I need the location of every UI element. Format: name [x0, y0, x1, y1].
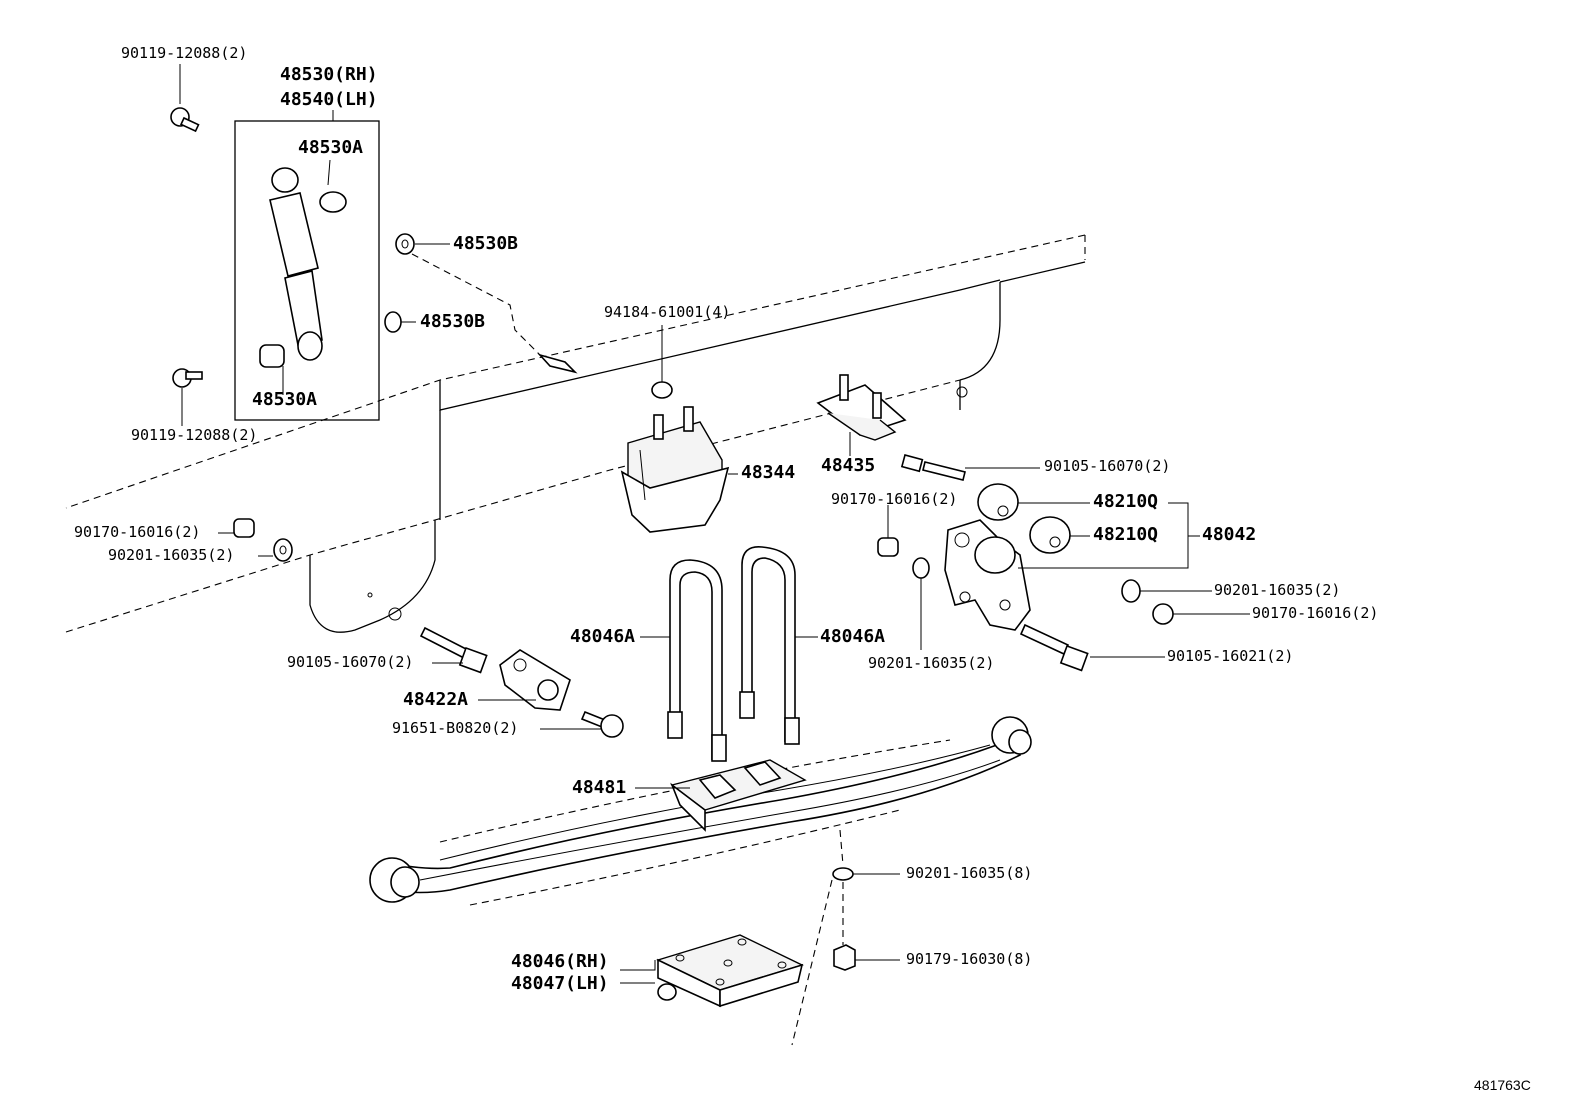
- label-nut-bottom: 90179-16030(8): [906, 950, 1033, 968]
- label-bumper: 48344: [741, 462, 796, 483]
- u-bolt-right: [739, 546, 818, 745]
- washer-90201-left: [258, 538, 293, 562]
- label-shackle-kit: 48042: [1202, 524, 1257, 545]
- washer-48530b-top: [395, 233, 546, 361]
- nut-90170-right-small: [877, 505, 899, 557]
- label-bushing-q-top: 48210Q: [1093, 491, 1159, 512]
- bolt-90105-16070-right: [900, 454, 1040, 481]
- label-seat-rh: 48046(RH): [511, 951, 609, 972]
- label-nut-right-small: 90170-16016(2): [831, 490, 958, 508]
- label-seat-lh: 48047(LH): [511, 973, 609, 994]
- label-shock-lh: 48540(LH): [280, 89, 378, 110]
- nut-90170-right-mid: [1152, 603, 1250, 625]
- label-washer-left: 90201-16035(2): [108, 546, 235, 564]
- label-washer-b-top: 48530B: [453, 233, 519, 254]
- bolt-91651: [540, 710, 624, 738]
- label-bumper-bracket: 48435: [821, 455, 876, 476]
- spring-seat: [620, 934, 804, 1008]
- label-washer-bottom: 90201-16035(8): [906, 864, 1033, 882]
- washer-90201-right-mid: [1121, 579, 1212, 603]
- nut-90179-bottom: [791, 879, 900, 1046]
- label-bushing-a-bottom: 48530A: [252, 389, 318, 410]
- plate-48422a: [478, 649, 571, 711]
- washer-90201-under-shackle: [912, 557, 930, 650]
- label-washer-b-mid: 48530B: [420, 311, 486, 332]
- label-u-bolt-right: 48046A: [820, 626, 886, 647]
- label-nut-right-mid: 90170-16016(2): [1252, 604, 1379, 622]
- shock-group-box: [234, 110, 380, 421]
- bolt-90105-16021: [1019, 623, 1165, 672]
- label-washer-right-mid: 90201-16035(2): [1214, 581, 1341, 599]
- shock-absorber: [259, 159, 347, 395]
- label-bracket-nut: 94184-61001(4): [604, 303, 731, 321]
- bump-stopper: [620, 325, 738, 533]
- washer-48530b-mid: [384, 311, 416, 333]
- label-spacer-48481: 48481: [572, 777, 627, 798]
- label-bolt-right-top: 90105-16070(2): [1044, 457, 1171, 475]
- spacer-48481: [635, 759, 807, 832]
- label-bolt-left: 90105-16070(2): [287, 653, 414, 671]
- label-plate-48422a: 48422A: [403, 689, 469, 710]
- shock-bolt-top: [170, 64, 200, 133]
- shock-bolt-bottom: [172, 368, 203, 426]
- label-shock-bolt-bottom: 90119-12088(2): [131, 426, 258, 444]
- nut-90170-left: [218, 518, 255, 538]
- label-washer-right-under: 90201-16035(2): [868, 654, 995, 672]
- bumper-bracket: [816, 374, 907, 456]
- frame-pin: [537, 353, 578, 374]
- label-bolt-91651: 91651-B0820(2): [392, 719, 519, 737]
- label-bushing-a-top: 48530A: [298, 137, 364, 158]
- label-bolt-right-bottom: 90105-16021(2): [1167, 647, 1294, 665]
- u-bolt-left: [640, 559, 727, 762]
- label-shock-rh: 48530(RH): [280, 64, 378, 85]
- label-shock-bolt-top: 90119-12088(2): [121, 44, 248, 62]
- label-nut-left: 90170-16016(2): [74, 523, 201, 541]
- bolt-90105-16070-left: [419, 626, 488, 674]
- washer-90201-bottom: [832, 829, 900, 945]
- shackle-group: [944, 483, 1200, 631]
- label-u-bolt-left: 48046A: [570, 626, 636, 647]
- label-bushing-q-bottom: 48210Q: [1093, 524, 1159, 545]
- figure-id: 481763C: [1474, 1077, 1531, 1093]
